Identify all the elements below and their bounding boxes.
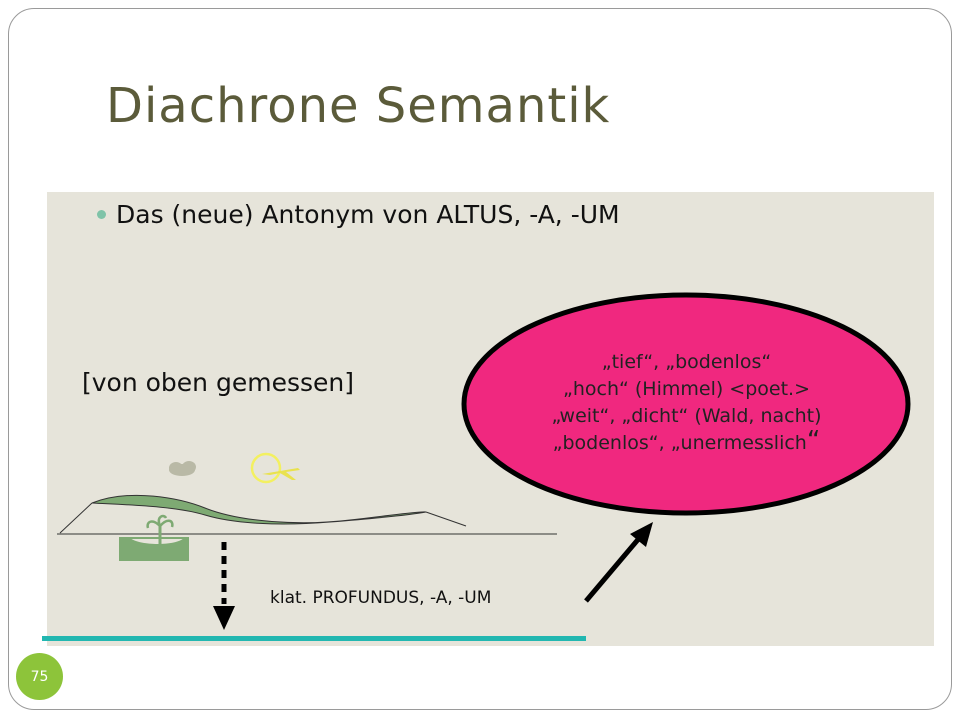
ellipse-line-1: „tief“, „bodenlos“ <box>602 349 771 376</box>
bottom-bar <box>42 636 586 641</box>
cloud-icon <box>169 461 196 476</box>
sun-icon <box>252 454 300 482</box>
hill-shape <box>92 495 426 524</box>
palm-island-icon <box>120 516 188 560</box>
hill-right-line <box>426 512 466 526</box>
ellipse-line-4-text: „bodenlos“, „unermesslich <box>553 432 807 454</box>
hill-left-line <box>60 503 92 533</box>
ellipse-text: „tief“, „bodenlos“ „hoch“ (Himmel) <poet… <box>464 293 909 513</box>
down-arrow-icon <box>213 542 235 630</box>
ellipse-line-4: „bodenlos“, „unermesslich“ <box>553 430 821 457</box>
ellipse-closing-quote: “ <box>807 426 820 456</box>
ellipse-line-2: „hoch“ (Himmel) <poet.> <box>563 376 810 403</box>
pointer-arrow-icon <box>586 522 653 601</box>
source-word-label: klat. PROFUNDUS, -A, -UM <box>270 588 491 608</box>
ellipse-line-3: „weit“, „dicht“ (Wald, nacht) <box>552 403 822 430</box>
slide-number-badge: 75 <box>16 653 63 700</box>
